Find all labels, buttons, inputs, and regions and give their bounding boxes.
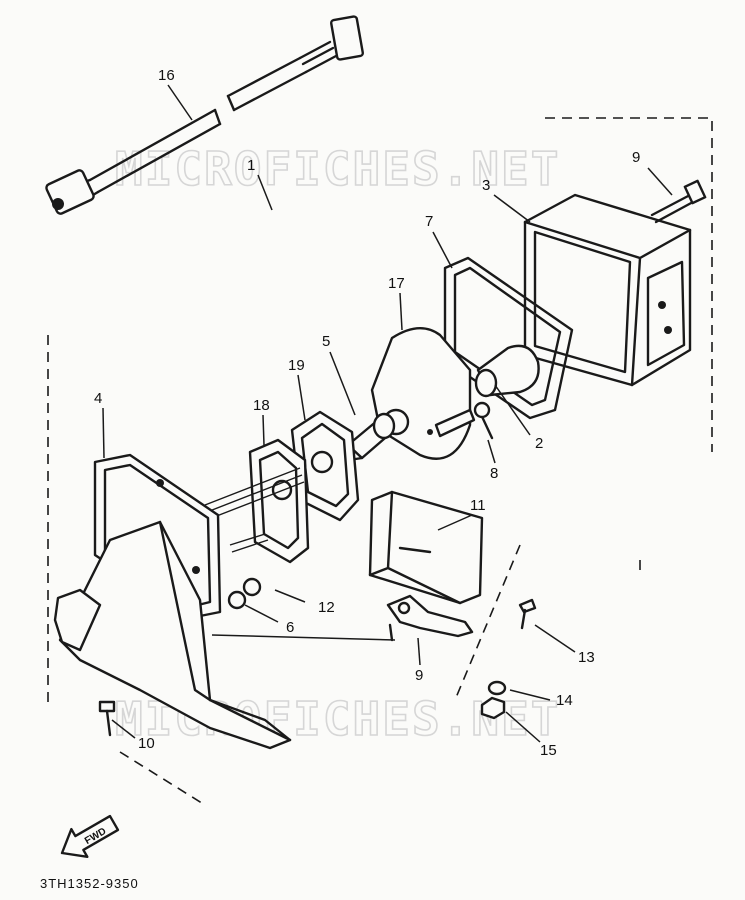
base-plate xyxy=(370,327,476,460)
part-code: 3TH1352-9350 xyxy=(40,876,139,891)
bracket-washer xyxy=(487,680,507,696)
callout-6: 6 xyxy=(286,619,294,636)
callout-10: 10 xyxy=(138,735,155,752)
callout-17: 17 xyxy=(388,275,405,292)
callout-13: 13 xyxy=(578,649,595,666)
callout-19: 19 xyxy=(288,357,305,374)
nuts-and-washers xyxy=(227,577,306,623)
watermark-top: MICROFICHES.NET xyxy=(115,142,560,196)
bracket-bolt xyxy=(98,700,116,737)
socket-wires xyxy=(204,467,305,553)
callout-9-top: 9 xyxy=(632,149,640,166)
callout-1: 1 xyxy=(247,157,255,174)
callout-7: 7 xyxy=(425,213,433,230)
callout-4: 4 xyxy=(94,390,102,407)
callout-18: 18 xyxy=(253,397,270,414)
callout-11: 11 xyxy=(470,497,486,514)
callout-labels: 16 1 9 3 7 17 5 19 18 4 2 8 11 12 6 13 9… xyxy=(94,67,640,759)
callout-9-bottom: 9 xyxy=(415,667,423,684)
callout-8: 8 xyxy=(490,465,498,482)
callout-14: 14 xyxy=(556,692,573,709)
tail-lamp-bracket xyxy=(53,453,292,750)
wiring-harness xyxy=(45,15,365,215)
callout-16: 16 xyxy=(158,67,175,84)
callout-5: 5 xyxy=(322,333,330,350)
forward-arrow-icon: FWD xyxy=(60,814,120,859)
callout-15: 15 xyxy=(540,742,557,759)
bracket-nut xyxy=(480,696,506,720)
license-light-bracket xyxy=(211,594,474,642)
reflector xyxy=(368,490,484,605)
bracket-screw xyxy=(518,598,537,630)
base-plate-screw xyxy=(473,401,494,440)
callout-2: 2 xyxy=(535,435,543,452)
callout-12: 12 xyxy=(318,599,335,616)
lens-screw xyxy=(650,179,707,224)
leader-lines xyxy=(102,84,673,743)
bulb xyxy=(474,344,540,398)
assembly-boundary xyxy=(47,117,713,806)
tail-lamp-lens xyxy=(523,193,692,387)
callout-3: 3 xyxy=(482,177,490,194)
